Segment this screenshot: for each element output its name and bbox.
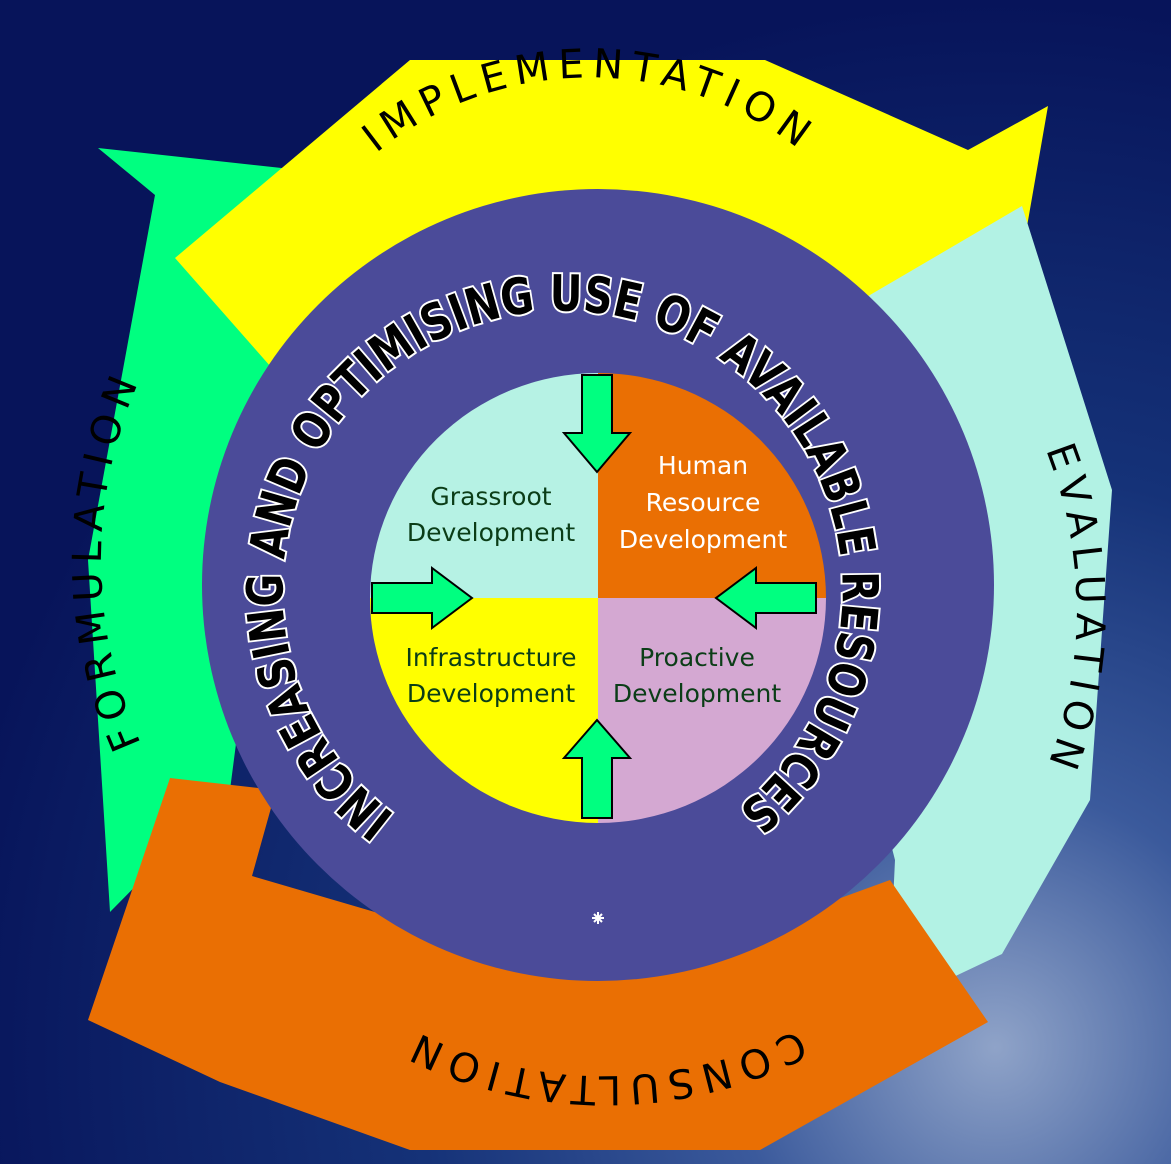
human-resource-label-line1: Human [658,451,748,480]
human-resource-label-line3: Development [619,525,787,554]
grassroot-label-line2: Development [407,518,575,547]
down-arrow [561,374,633,474]
quadrant-grassroot [370,373,598,598]
up-arrow [561,718,633,819]
infrastructure-label-line1: Infrastructure [405,643,576,672]
quadrant-human-resource [598,373,826,598]
left-arrow [714,566,817,630]
proactive-label-line1: Proactive [639,643,755,672]
right-arrow [371,566,474,630]
proactive-label-line2: Development [613,679,781,708]
quadrant-infrastructure [370,598,598,823]
grassroot-label-line1: Grassroot [430,482,551,511]
quadrant-proactive [598,598,826,823]
infrastructure-label-line2: Development [407,679,575,708]
human-resource-label-line2: Resource [646,488,761,517]
asterisk-icon [592,912,604,924]
